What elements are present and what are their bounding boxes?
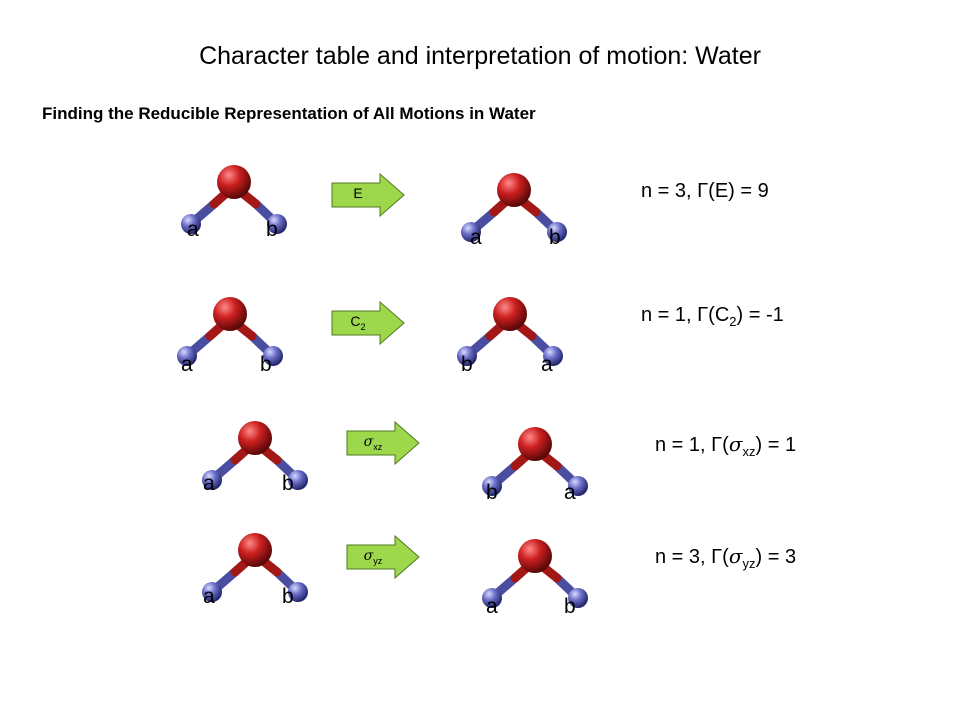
- molecule-after-sigma-xz: [475, 422, 605, 502]
- symbol-main: σ: [363, 548, 374, 564]
- label-after-left-e: a: [470, 226, 482, 249]
- label-after-right-c2: a: [541, 353, 553, 376]
- character-result-sigma-xz: n = 1, Γ(σxz) = 1: [655, 432, 796, 459]
- arrow-right-icon: [346, 534, 420, 580]
- result-suffix: ) = 3: [755, 546, 797, 568]
- operation-label-e: E: [330, 185, 386, 201]
- oxygen-atom: [497, 173, 531, 207]
- operation-arrow-sigma-xz: σxz: [345, 420, 421, 466]
- hydrogen-atom-right: [267, 214, 287, 234]
- water-molecule: [202, 421, 308, 490]
- label-before-right-sigma-xz: b: [282, 472, 294, 495]
- symbol-subscript: 2: [360, 321, 366, 332]
- arrow-right-icon: [331, 300, 405, 346]
- character-result-sigma-yz: n = 3, Γ(σyz) = 3: [655, 544, 796, 571]
- symbol-main: σ: [728, 432, 743, 456]
- label-before-right-c2: b: [260, 353, 272, 376]
- result-prefix: n = 3, Γ(: [641, 180, 715, 202]
- hydrogen-atom-left: [482, 588, 502, 608]
- operation-label-sigma-yz: σyz: [345, 547, 401, 566]
- label-before-left-c2: a: [181, 353, 193, 376]
- symbol-main: C: [350, 313, 361, 329]
- water-molecule: [181, 165, 287, 234]
- water-molecule: [461, 173, 567, 242]
- label-before-left-sigma-yz: a: [203, 585, 215, 608]
- oxygen-atom: [518, 539, 552, 573]
- molecule-after-e: [454, 168, 584, 248]
- water-molecule: [177, 297, 283, 366]
- molecule-before-e: [174, 160, 304, 240]
- hydrogen-atom-left: [177, 346, 197, 366]
- symbol-subscript: xz: [373, 441, 383, 452]
- page-subtitle: Finding the Reducible Representation of …: [42, 104, 536, 123]
- result-prefix: n = 3, Γ(: [655, 546, 729, 568]
- page-title: Character table and interpretation of mo…: [199, 42, 761, 70]
- hydrogen-atom-left: [202, 470, 222, 490]
- molecule-before-c2: [170, 292, 300, 372]
- label-before-left-e: a: [187, 218, 199, 241]
- hydrogen-atom-left: [202, 582, 222, 602]
- character-result-c2: n = 1, Γ(C2) = -1: [641, 304, 784, 329]
- water-molecule: [202, 533, 308, 602]
- label-before-right-e: b: [266, 218, 278, 241]
- hydrogen-atom-left: [482, 476, 502, 496]
- arrow-right-icon: [346, 420, 420, 466]
- hydrogen-atom-right: [263, 346, 283, 366]
- label-after-right-sigma-yz: b: [564, 595, 576, 618]
- symbol-subscript: 2: [729, 314, 737, 329]
- symbol-subscript: yz: [373, 555, 383, 566]
- result-suffix: ) = 1: [755, 434, 797, 456]
- symbol-main: σ: [363, 434, 374, 450]
- label-before-left-sigma-xz: a: [203, 472, 215, 495]
- label-after-left-c2: b: [461, 353, 473, 376]
- label-after-left-sigma-yz: a: [486, 595, 498, 618]
- symbol-main: E: [714, 180, 729, 202]
- water-molecule: [482, 427, 588, 496]
- molecule-after-sigma-yz: [475, 534, 605, 614]
- operation-arrow-e: E: [330, 172, 406, 218]
- hydrogen-atom-right: [568, 476, 588, 496]
- oxygen-atom: [213, 297, 247, 331]
- label-before-right-sigma-yz: b: [282, 585, 294, 608]
- water-molecule: [457, 297, 563, 366]
- symbol-subscript: xz: [742, 444, 756, 459]
- symbol-main: C: [714, 304, 730, 326]
- result-prefix: n = 1, Γ(: [641, 304, 715, 326]
- result-suffix: ) = 9: [728, 180, 769, 202]
- hydrogen-atom-left: [461, 222, 481, 242]
- operation-label-c2: C2: [330, 313, 386, 332]
- oxygen-atom: [238, 421, 272, 455]
- result-suffix: ) = -1: [736, 304, 784, 326]
- oxygen-atom: [518, 427, 552, 461]
- oxygen-atom: [493, 297, 527, 331]
- character-result-e: n = 3, Γ(E) = 9: [641, 180, 769, 203]
- label-after-left-sigma-xz: b: [486, 481, 498, 504]
- label-after-right-e: b: [549, 226, 561, 249]
- molecule-before-sigma-xz: [195, 416, 325, 496]
- symbol-subscript: yz: [742, 556, 756, 571]
- hydrogen-atom-left: [181, 214, 201, 234]
- operation-arrow-sigma-yz: σyz: [345, 534, 421, 580]
- molecule-before-sigma-yz: [195, 528, 325, 608]
- symbol-main: E: [353, 185, 363, 201]
- symbol-main: σ: [728, 544, 743, 568]
- hydrogen-atom-right: [288, 582, 308, 602]
- hydrogen-atom-right: [547, 222, 567, 242]
- water-molecule: [482, 539, 588, 608]
- result-prefix: n = 1, Γ(: [655, 434, 729, 456]
- operation-label-sigma-xz: σxz: [345, 433, 401, 452]
- molecule-after-c2: [450, 292, 580, 372]
- hydrogen-atom-right: [288, 470, 308, 490]
- operation-arrow-c2: C2: [330, 300, 406, 346]
- oxygen-atom: [238, 533, 272, 567]
- label-after-right-sigma-xz: a: [564, 481, 576, 504]
- hydrogen-atom-right: [543, 346, 563, 366]
- oxygen-atom: [217, 165, 251, 199]
- arrow-right-icon: [331, 172, 405, 218]
- hydrogen-atom-left: [457, 346, 477, 366]
- hydrogen-atom-right: [568, 588, 588, 608]
